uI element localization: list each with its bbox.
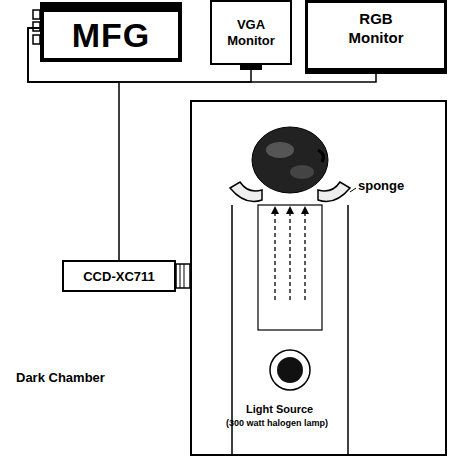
sample-texture xyxy=(290,165,314,179)
node-label: RGB Monitor xyxy=(336,9,416,47)
frame-grabber: MFG xyxy=(40,2,182,62)
rgb-monitor: RGB Monitor xyxy=(305,0,447,71)
part-label: sponge xyxy=(358,178,404,193)
sample-texture xyxy=(266,142,294,158)
node-label: Dark Chamber xyxy=(16,370,105,385)
part-label: Light Source xyxy=(246,403,313,415)
vga-monitor: VGA Monitor xyxy=(210,0,292,65)
node-label: MFG xyxy=(72,16,151,55)
ccd-camera: CCD-XC711 xyxy=(62,260,176,292)
light-rays xyxy=(275,212,305,300)
lamp xyxy=(270,350,310,390)
port xyxy=(33,10,40,19)
cable xyxy=(28,28,119,292)
inner-tube xyxy=(258,205,322,330)
port xyxy=(33,22,40,31)
lamp-bulb xyxy=(277,357,303,383)
sample xyxy=(252,127,328,193)
leader-line xyxy=(350,188,356,192)
sponge-shape xyxy=(318,182,350,202)
light-tube xyxy=(232,205,348,455)
dark-chamber: Dark Chamber xyxy=(190,100,447,456)
sponge-shape xyxy=(230,182,262,202)
camera-lens xyxy=(176,264,190,288)
port xyxy=(33,35,40,44)
node-label: CCD-XC711 xyxy=(83,269,155,284)
node-label: VGA Monitor xyxy=(221,17,281,49)
part-note: (300 watt halogen lamp) xyxy=(226,418,328,428)
